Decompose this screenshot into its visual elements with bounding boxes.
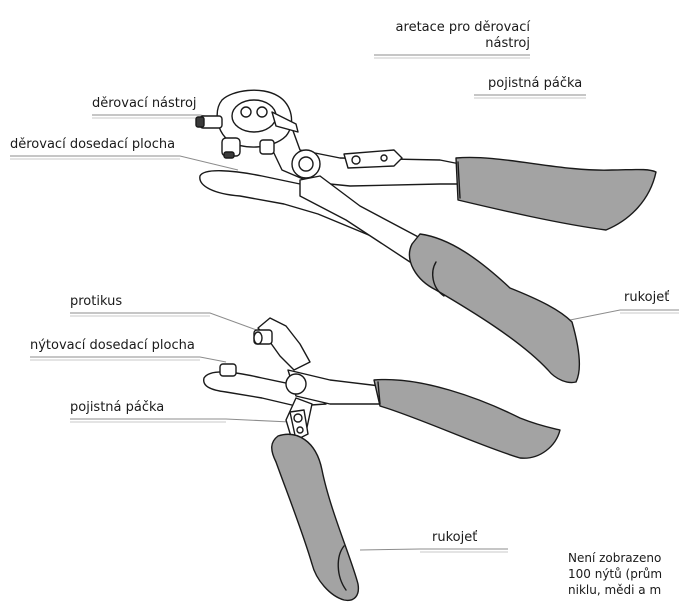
rivet-lower-grip [272,434,359,600]
label-aretace: aretace pro děrovací nástroj [360,20,530,52]
rivet-pliers [204,318,560,600]
label-aretace-line1: aretace pro děrovací [360,20,530,36]
rivet-upper-grip [374,380,560,459]
footnote: Není zobrazeno 100 nýtů (prům niklu, měd… [568,550,662,598]
leader-rukojet-bottom [360,549,508,550]
footnote-line3: niklu, mědi a m [568,582,662,598]
label-derovaci-nastroj: děrovací nástroj [92,96,197,112]
label-derovaci-dosedaci-plocha: děrovací dosedací plocha [10,137,175,153]
punch-tube-3 [260,140,274,154]
leader-derovaci-dosedaci-plocha [10,156,238,170]
footnote-line1: Není zobrazeno [568,550,662,566]
label-pojistna-packa-top: pojistná páčka [488,76,582,92]
label-nytovaci-dosedaci-plocha: nýtovací dosedací plocha [30,338,195,354]
label-pojistna-packa-bottom: pojistná páčka [70,400,164,416]
footnote-line2: 100 nýtů (prům [568,566,662,582]
label-rukojet-bottom: rukojeť [432,530,477,546]
rivet-pivot [286,374,306,394]
label-aretace-line2: nástroj [360,36,530,52]
punch-upper-grip [456,157,656,230]
punch-lower-arm [300,176,424,262]
label-protikus: protikus [70,294,122,310]
punch-lower-grip [409,234,579,383]
label-rukojet-top: rukojeť [624,290,669,306]
